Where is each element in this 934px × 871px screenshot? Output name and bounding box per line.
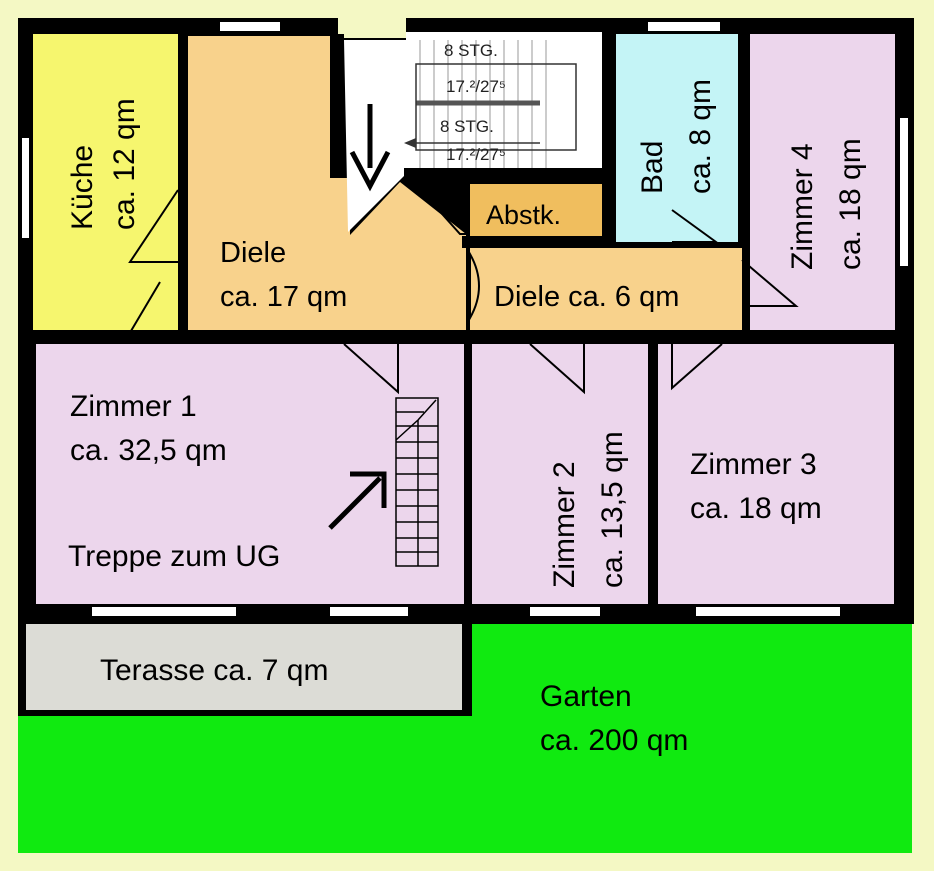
- diele-main-name: Diele: [220, 237, 286, 269]
- zimmer2-label: Zimmer 2 ca. 13,5 qm: [548, 431, 629, 588]
- zimmer4-room: [750, 34, 895, 330]
- windows: [22, 22, 908, 616]
- stair-lower-steps: 8 STG.: [440, 117, 494, 136]
- stair-direction-arrowhead: [404, 138, 416, 148]
- stair-upper-steps: 8 STG.: [444, 41, 498, 60]
- diele-main-room: [188, 36, 466, 330]
- interior-walls: [18, 32, 914, 716]
- stair-frame: [415, 63, 577, 151]
- diele-main-area: ca. 17 qm: [220, 281, 347, 313]
- zimmer3-name: Zimmer 3: [690, 448, 817, 481]
- treppe-ug-label: Treppe zum UG: [68, 540, 280, 573]
- zimmer4-area: ca. 18 qm: [834, 138, 867, 270]
- kueche-label: Küche ca. 12 qm: [66, 98, 141, 230]
- bad-room: [616, 34, 738, 242]
- garten-area: [18, 622, 912, 853]
- zimmer2-room: [472, 344, 648, 604]
- kueche-name: Küche: [66, 145, 99, 230]
- garten-area: ca. 200 qm: [540, 724, 688, 757]
- kueche-area: ca. 12 qm: [108, 98, 141, 230]
- kueche-room: [33, 34, 178, 330]
- basement-stair: [395, 397, 439, 567]
- zimmer2-name: Zimmer 2: [548, 461, 581, 588]
- zimmer4-label: Zimmer 4 ca. 18 qm: [786, 138, 867, 270]
- diele-small-room: [470, 248, 742, 330]
- stairwell-notch: [338, 16, 406, 38]
- stair-upper-dims: 17.²/27⁵: [446, 77, 506, 96]
- zimmer4-name: Zimmer 4: [786, 143, 819, 270]
- bad-label: Bad ca. 8 qm: [636, 79, 717, 194]
- stairwell: [344, 32, 604, 232]
- terrasse-label: Terasse ca. 7 qm: [100, 654, 328, 687]
- diele-door-arc: [469, 250, 480, 322]
- bad-area: ca. 8 qm: [684, 79, 717, 194]
- zimmer3-room: [658, 344, 894, 604]
- zimmer1-area: ca. 32,5 qm: [70, 434, 227, 467]
- stair-lower-dims: 17.²/27⁵: [446, 145, 506, 164]
- garten-name: Garten: [540, 680, 632, 713]
- bad-name: Bad: [636, 141, 669, 194]
- abstellraum-room: [470, 184, 602, 238]
- terrasse-area: [26, 624, 462, 712]
- abstellraum-name: Abstk.: [486, 200, 561, 230]
- zimmer1-name: Zimmer 1: [70, 390, 197, 423]
- zimmer3-area: ca. 18 qm: [690, 492, 822, 525]
- diele-small-label: Diele ca. 6 qm: [494, 281, 679, 313]
- door-swings: [126, 189, 799, 395]
- stair-down-arrow: [349, 104, 391, 192]
- treppe-ug-arrow: [328, 471, 387, 530]
- zimmer2-area: ca. 13,5 qm: [596, 431, 629, 588]
